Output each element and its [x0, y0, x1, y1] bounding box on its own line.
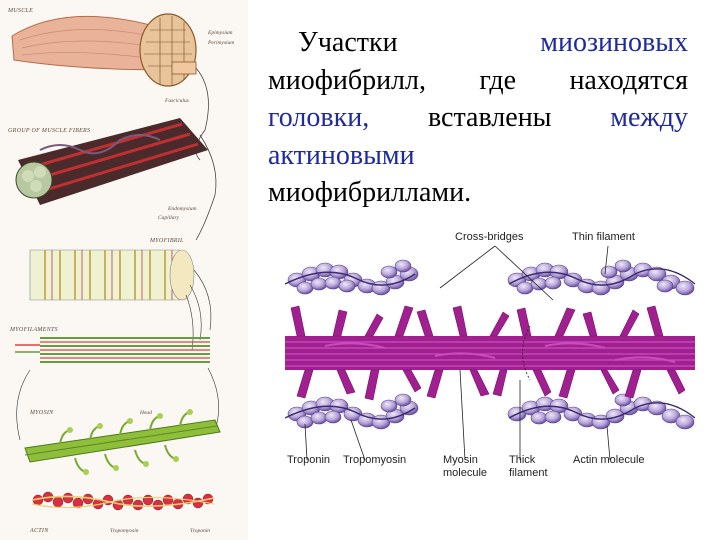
- label-fasciculus: Fasciculus: [165, 98, 189, 104]
- diagram-label-myosin-molecule: Myosin molecule: [443, 454, 488, 479]
- label-capillary: Capillary: [158, 215, 180, 221]
- cross-bridges: [290, 305, 686, 401]
- diagram-label-thick-filament: Thick filament: [509, 454, 548, 479]
- title-line-1: Участки миозиновых: [268, 24, 688, 62]
- label-tropomyosin: Tropomyosin: [110, 528, 139, 534]
- myosin-filament-drawing: [24, 409, 221, 475]
- thin-filament-bottom: [287, 393, 695, 430]
- thin-filament-top: [287, 259, 695, 296]
- title-word-uchastki: Участки: [298, 27, 398, 58]
- title-line-2: миофибрилл, где находятся: [268, 64, 688, 96]
- muscle-anatomy-illustration: MUSCLE Epimysium Perimysium Fasciculus G…: [0, 0, 248, 540]
- title-word-myosin: миозиновых: [540, 27, 688, 58]
- title-word-inserted: вставлены: [427, 102, 552, 133]
- label-myofibril: MYOFIBRIL: [150, 238, 184, 244]
- diagram-label-cross-bridges: Cross-bridges: [455, 231, 524, 243]
- cross-bridge-drawing: [284, 245, 696, 461]
- actin-filament-drawing: [31, 491, 215, 511]
- label-epimysium: Epimysium: [208, 30, 233, 36]
- label-muscle: MUSCLE: [8, 8, 34, 14]
- slide-title: Участки миозиновых миофибрилл, где наход…: [268, 24, 688, 212]
- myofilaments-drawing: [15, 337, 210, 363]
- label-perimysium: Perimysium: [208, 40, 235, 46]
- label-actin: ACTIN: [30, 528, 49, 534]
- diagram-label-thin-filament: Thin filament: [572, 231, 635, 243]
- label-myofilaments: MYOFILAMENTS: [10, 327, 58, 333]
- title-line-3: головки, вставлены между: [268, 99, 688, 137]
- title-line-4: актиновыми: [268, 139, 415, 171]
- diagram-label-tropomyosin: Tropomyosin: [343, 454, 407, 466]
- label-myosin: MYOSIN: [30, 410, 54, 416]
- diagram-label-actin-molecule: Actin molecule: [573, 454, 645, 466]
- label-troponin: Troponin: [190, 528, 210, 534]
- title-word-heads: головки,: [268, 102, 370, 133]
- label-head: Head: [140, 410, 152, 416]
- cross-bridge-diagram: Cross-bridges Thin filament Troponin Tro…: [284, 228, 696, 528]
- muscle-cross-section: [139, 13, 197, 87]
- title-line-5: миофибриллами.: [268, 177, 472, 208]
- muscle-anatomy-drawing: [11, 13, 221, 511]
- thick-filament: [285, 336, 695, 370]
- diagram-label-troponin: Troponin: [287, 454, 331, 466]
- title-word-between: между: [610, 102, 688, 133]
- label-endomysium: Endomysium: [168, 206, 197, 212]
- label-group-of-muscle-fibers: GROUP OF MUSCLE FIBERS: [8, 128, 91, 134]
